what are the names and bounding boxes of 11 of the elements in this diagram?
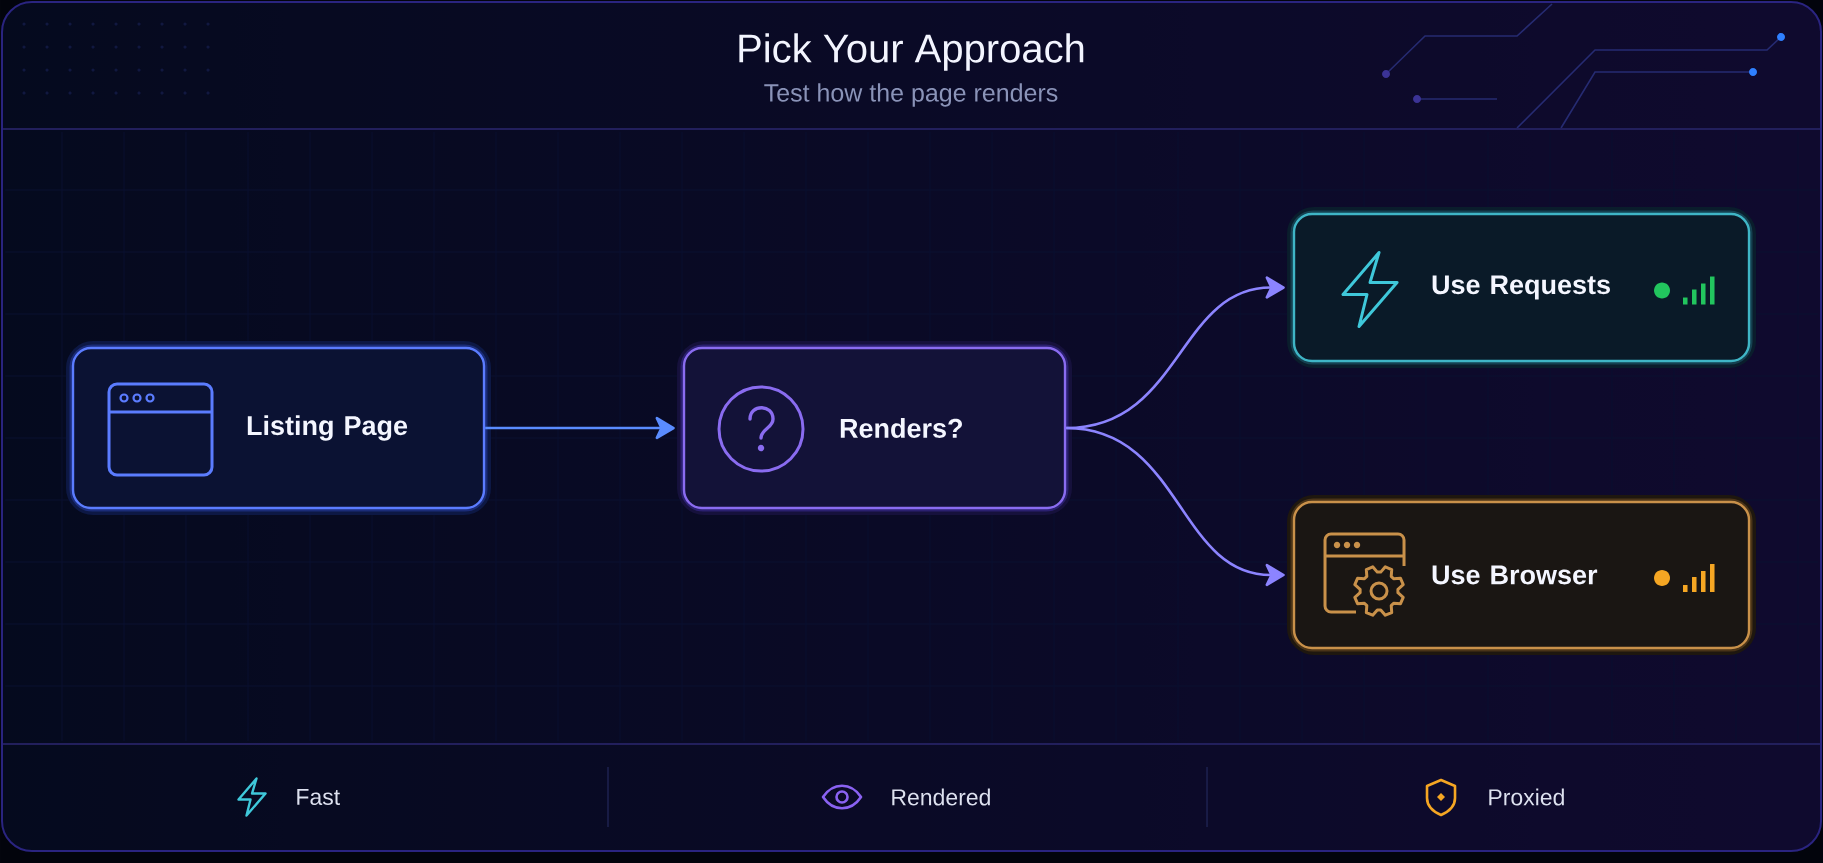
feature-label: Fast (297, 789, 340, 806)
arrow (485, 416, 675, 440)
option-box: Use Requests (1287, 207, 1756, 368)
arrow (1066, 426, 1285, 587)
feature-label: Proxied (1489, 788, 1564, 806)
process-box: Listing Page (66, 341, 491, 515)
option-box: Use Browser (1287, 495, 1756, 655)
title: Pick Your Approach (739, 33, 1084, 71)
feature-label: Rendered (892, 788, 990, 806)
decision-box: Renders? (677, 341, 1072, 515)
subtitle: Test how the page renders (764, 83, 1058, 107)
